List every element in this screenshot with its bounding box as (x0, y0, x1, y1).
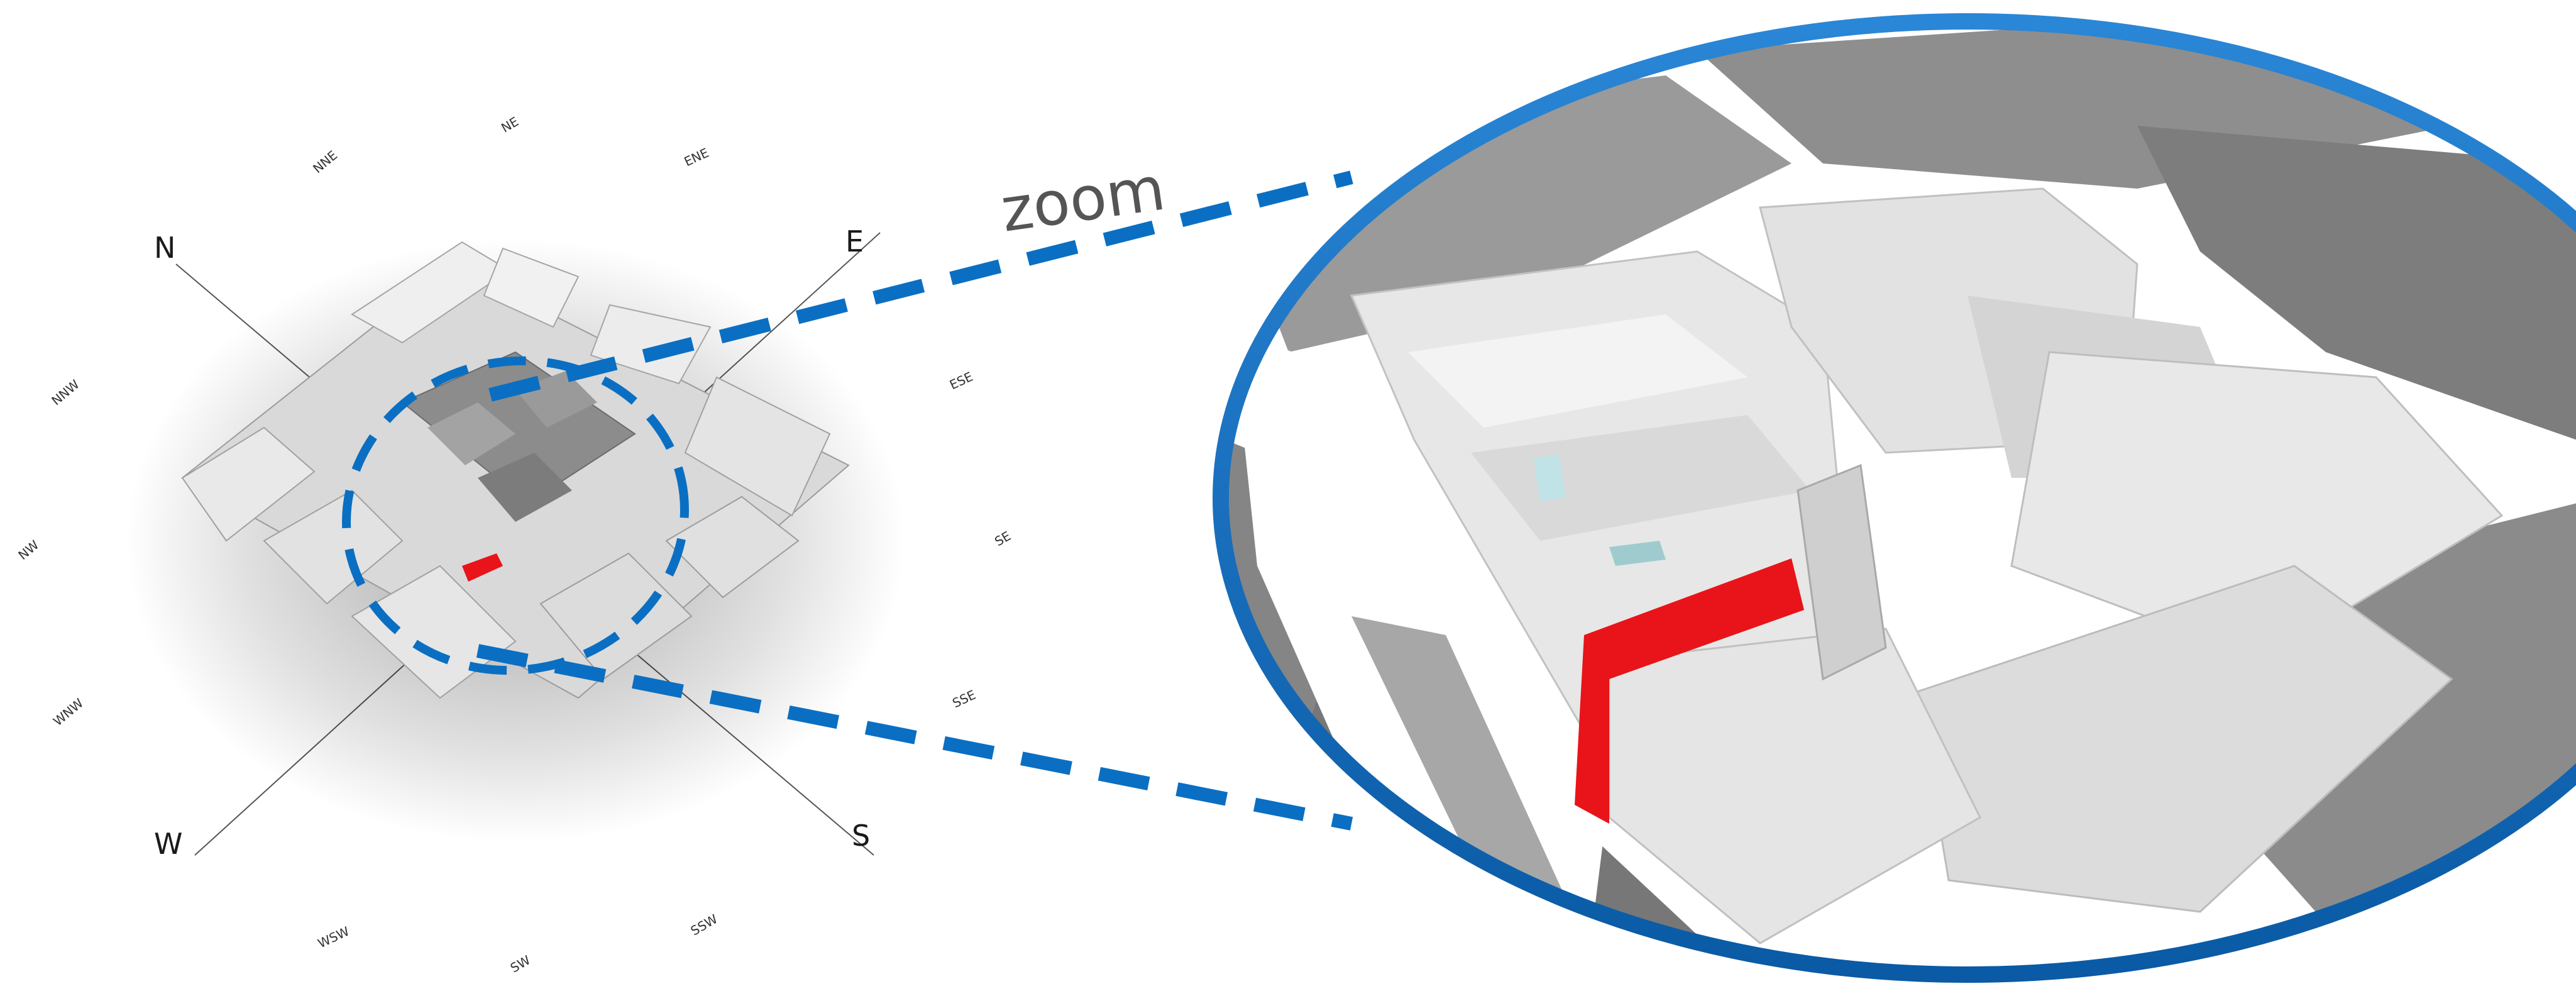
connector-top (488, 170, 1353, 402)
label-sse: SSE (950, 687, 978, 711)
building-row-right (2010, 351, 2504, 661)
label-nw: NW (15, 537, 41, 563)
label-ese: ESE (947, 369, 976, 393)
label-n: N (154, 231, 175, 265)
tower-block (1797, 463, 1887, 681)
label-wnw: WNW (50, 695, 86, 729)
highlight-building-small (462, 553, 503, 582)
inner-courtyard (401, 351, 636, 504)
highlight-building-zoomed (1575, 558, 1804, 824)
label-ne: NE (498, 114, 521, 136)
label-s: S (852, 819, 870, 853)
label-sw: SW (508, 952, 533, 975)
label-nnw: NNW (48, 377, 82, 408)
zoom-lens (1213, 13, 2576, 983)
label-nne: NNE (310, 148, 340, 177)
label-se: SE (992, 528, 1013, 549)
label-ssw: SSW (688, 911, 720, 938)
connector-bottom (476, 644, 1353, 831)
label-e: E (845, 224, 864, 258)
city-block-overview (126, 239, 905, 843)
label-ene: ENE (682, 145, 712, 170)
lens-rim (1213, 13, 2576, 983)
focus-circle (342, 356, 689, 675)
label-wsw: WSW (316, 924, 352, 951)
label-w: W (154, 827, 182, 861)
